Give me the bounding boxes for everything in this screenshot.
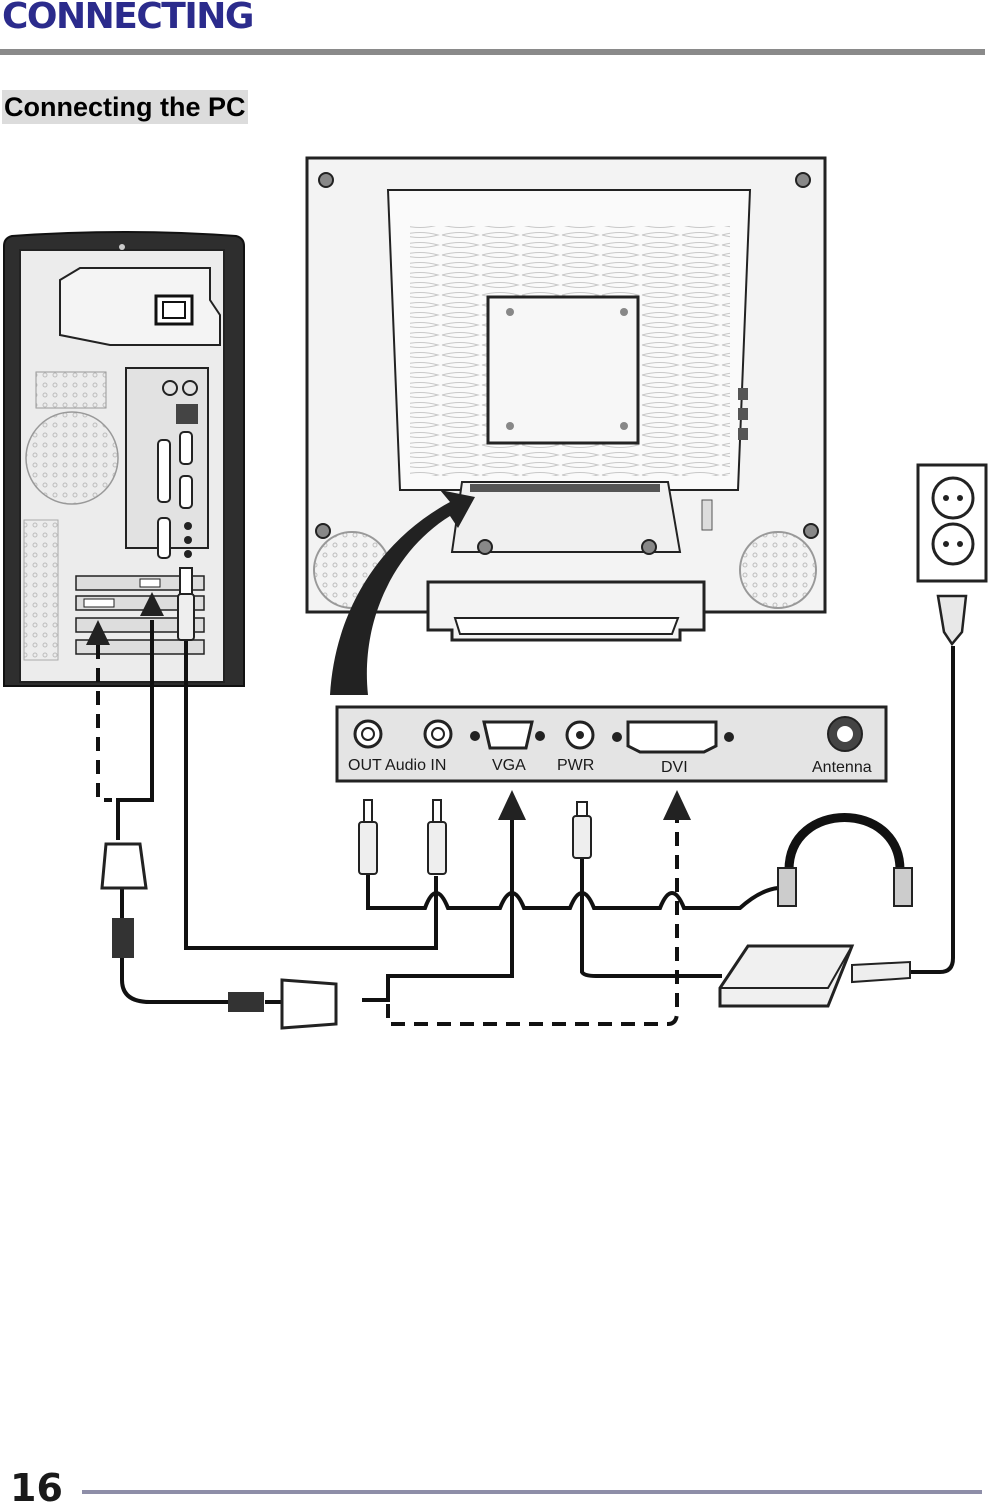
zoom-arrow-icon	[330, 490, 475, 695]
dvi-port-icon	[626, 720, 718, 754]
label-antenna: Antenna	[812, 759, 872, 776]
power-plug-icon	[572, 815, 592, 859]
pc-tower	[3, 231, 245, 687]
power-adapter-icon	[718, 944, 911, 1008]
cable-plugs	[100, 567, 592, 1030]
headphones-icon	[777, 813, 913, 907]
audio-plug-icon	[427, 821, 447, 875]
dvi-plug-icon	[280, 978, 338, 1030]
fan-grille-icon	[25, 411, 119, 505]
audio-in-jack-icon	[423, 719, 453, 749]
wall-outlet-icon	[916, 463, 988, 583]
label-vga: VGA	[492, 757, 526, 774]
vga-plug-icon	[100, 842, 148, 890]
label-audio: OUT Audio IN	[348, 757, 446, 774]
header-title: CONNECTING	[2, 0, 254, 37]
monitor-rear	[305, 156, 827, 642]
audio-plug-icon	[177, 593, 195, 641]
label-dvi: DVI	[661, 759, 688, 776]
audio-plug-icon	[358, 821, 378, 875]
footer-rule	[82, 1490, 982, 1494]
cables	[96, 620, 955, 1026]
connection-diagram: OUT Audio IN VGA PWR DVI Antenna	[3, 156, 988, 1030]
header-rule	[0, 49, 985, 55]
power-socket-icon	[154, 294, 194, 326]
speaker-right-icon	[739, 531, 817, 609]
vesa-mount	[486, 295, 640, 445]
section-title: Connecting the PC	[2, 90, 248, 124]
power-plug-icon	[936, 594, 968, 647]
connector-panel: OUT Audio IN VGA PWR DVI Antenna	[335, 705, 888, 783]
vga-port-icon	[482, 720, 534, 750]
label-pwr: PWR	[557, 757, 594, 774]
page-number: 16	[10, 1466, 63, 1510]
audio-out-jack-icon	[353, 719, 383, 749]
psu-bay	[59, 267, 221, 346]
